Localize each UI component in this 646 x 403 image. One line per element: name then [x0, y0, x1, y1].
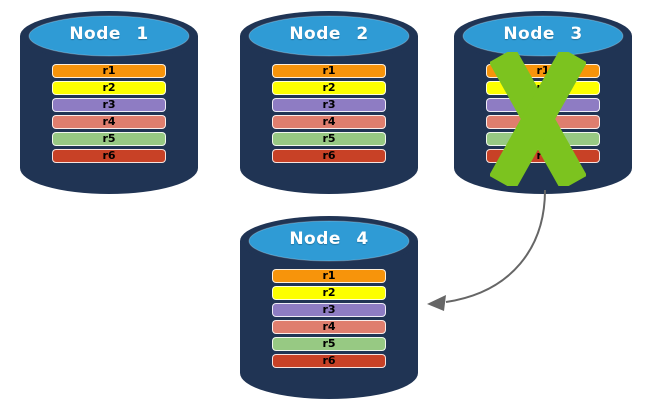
replica-label: r1 — [102, 64, 116, 77]
replica-label: r5 — [102, 132, 116, 145]
replica-label: r1 — [322, 64, 336, 77]
replica-stack: r1 r2 r3 r4 r5 r6 — [272, 269, 386, 371]
replica-bar-r1: r1 — [52, 64, 166, 78]
replica-bar-r2: r2 — [272, 286, 386, 300]
replica-label: r4 — [322, 320, 336, 333]
replica-bar-r5: r5 — [272, 132, 386, 146]
replica-bar-r3: r3 — [272, 98, 386, 112]
replica-label: r3 — [322, 303, 336, 316]
replica-stack: r1 r2 r3 r4 r5 r6 — [52, 64, 166, 166]
replica-bar-r1: r1 — [272, 64, 386, 78]
replica-bar-r2: r2 — [52, 81, 166, 95]
node-title: Node 1 — [69, 24, 149, 44]
replica-label: r2 — [322, 81, 336, 94]
replica-label: r4 — [102, 115, 116, 128]
node-title: Node 4 — [289, 229, 369, 249]
replica-bar-r6: r6 — [272, 354, 386, 368]
replica-bar-r4: r4 — [52, 115, 166, 129]
replica-label: r5 — [322, 132, 336, 145]
replica-label: r3 — [102, 98, 116, 111]
replica-bar-r5: r5 — [272, 337, 386, 351]
node-4: Node 4 r1 r2 r3 r4 r5 r6 — [240, 213, 418, 403]
replica-bar-r3: r3 — [52, 98, 166, 112]
failover-arrow — [427, 189, 546, 311]
replica-label: r2 — [102, 81, 116, 94]
replica-label: r6 — [102, 149, 116, 162]
replica-bar-r2: r2 — [272, 81, 386, 95]
replica-bar-r6: r6 — [272, 149, 386, 163]
node-title: Node 3 — [503, 24, 583, 44]
replica-label: r6 — [322, 149, 336, 162]
node-title: Node 2 — [289, 24, 369, 44]
replica-stack: r1 r2 r3 r4 r5 r6 — [272, 64, 386, 166]
replica-bar-r4: r4 — [272, 115, 386, 129]
replica-label: r1 — [322, 269, 336, 282]
replica-bar-r3: r3 — [272, 303, 386, 317]
node-2: Node 2 r1 r2 r3 r4 r5 r6 — [240, 8, 418, 198]
replica-label: r2 — [322, 286, 336, 299]
replica-bar-r4: r4 — [272, 320, 386, 334]
node-3-failed: Node 3 r1 r2 r3 r4 r5 r6 — [454, 8, 632, 198]
replica-label: r1 — [536, 64, 550, 77]
replica-label: r4 — [322, 115, 336, 128]
replica-label: r6 — [322, 354, 336, 367]
replica-bar-r6: r6 — [52, 149, 166, 163]
replica-bar-r1: r1 — [272, 269, 386, 283]
replica-bar-r5: r5 — [52, 132, 166, 146]
replica-label: r5 — [322, 337, 336, 350]
node-1: Node 1 r1 r2 r3 r4 r5 r6 — [20, 8, 198, 198]
replica-label: r3 — [322, 98, 336, 111]
failure-x-icon — [490, 52, 586, 186]
